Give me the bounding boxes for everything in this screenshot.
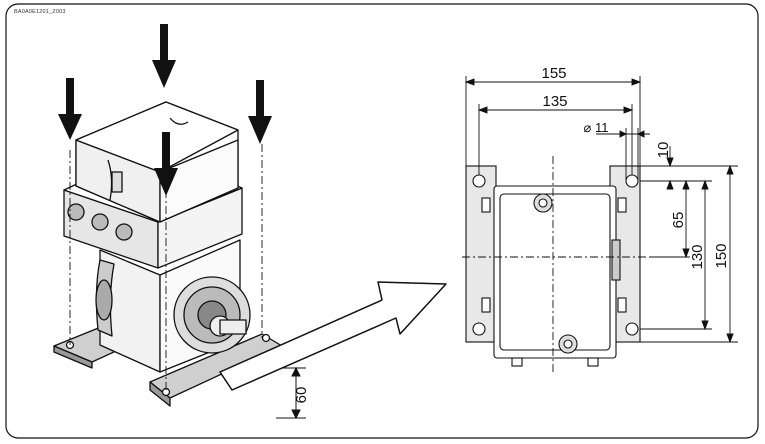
detail-pointer-arrow — [219, 281, 447, 391]
mount-hole-tl — [472, 174, 486, 188]
dim-150: 150 — [713, 243, 730, 268]
force-arrow-center — [154, 132, 178, 196]
base-height-label: 60 — [293, 387, 310, 404]
mount-hole-bl — [472, 322, 486, 336]
mount-hole-tr — [625, 174, 639, 188]
dim-155: 155 — [541, 65, 566, 82]
mounting-plate-left — [465, 165, 497, 343]
dim-135: 135 — [542, 93, 567, 110]
dim-65: 65 — [670, 212, 687, 229]
dim-10: 10 — [655, 142, 672, 159]
mounting-plate-top-view — [465, 165, 641, 367]
force-arrow-left — [58, 78, 82, 140]
dim-diameter-11: ⌀ 11 — [584, 120, 609, 135]
dim-130: 130 — [689, 244, 706, 269]
cable-gland-3 — [115, 223, 133, 241]
force-arrows — [58, 24, 272, 196]
cable-gland-1 — [67, 203, 85, 221]
mount-hole-br — [625, 322, 639, 336]
center-lines — [462, 156, 650, 372]
alignment-lines — [69, 144, 263, 392]
force-arrow-right — [248, 80, 272, 144]
base-height-dimension — [276, 366, 306, 420]
ref-code: BA0A0E1201_Z003 — [14, 9, 66, 15]
drive-unit-illustration — [53, 101, 283, 407]
diagram-frame — [5, 3, 759, 439]
cable-gland-2 — [91, 213, 109, 231]
force-arrow-top — [152, 24, 176, 88]
